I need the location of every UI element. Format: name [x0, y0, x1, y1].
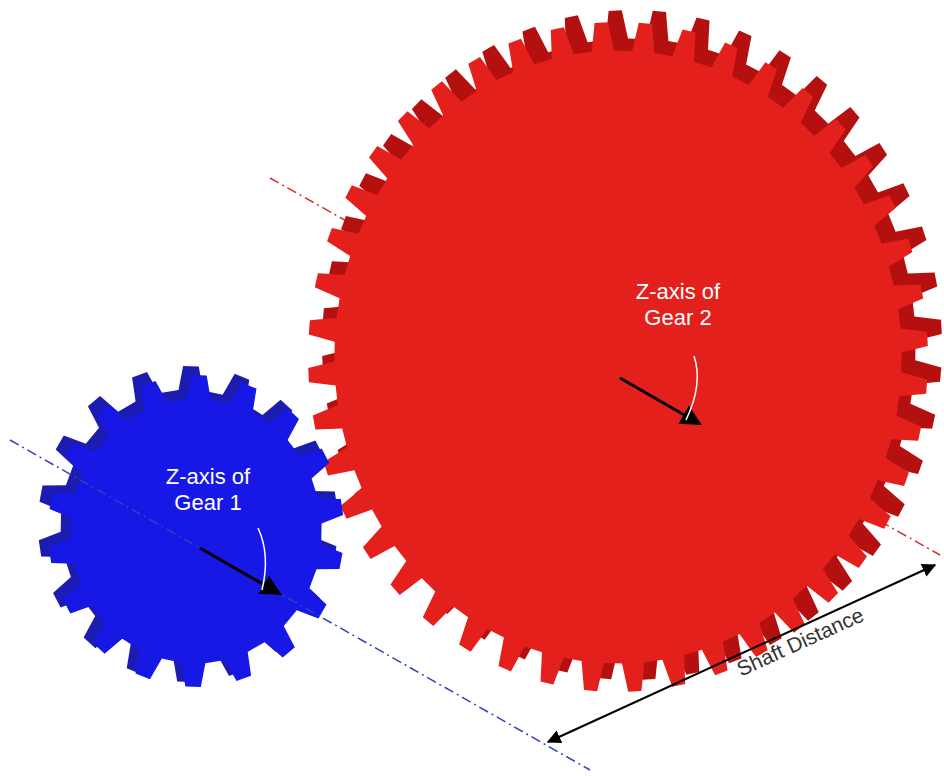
gear2-face: [308, 22, 928, 692]
axis-label: Z-axis of Gear 2: [622, 279, 734, 331]
axis-label: Z-axis of Gear 1: [152, 464, 264, 516]
leader-line: [258, 528, 265, 590]
gear1-axis-line: [10, 440, 590, 770]
leader-line: [686, 356, 697, 420]
dimension-arrow: [548, 565, 935, 742]
z-axis-arrow: [200, 548, 280, 594]
gear1-face: [49, 375, 343, 687]
